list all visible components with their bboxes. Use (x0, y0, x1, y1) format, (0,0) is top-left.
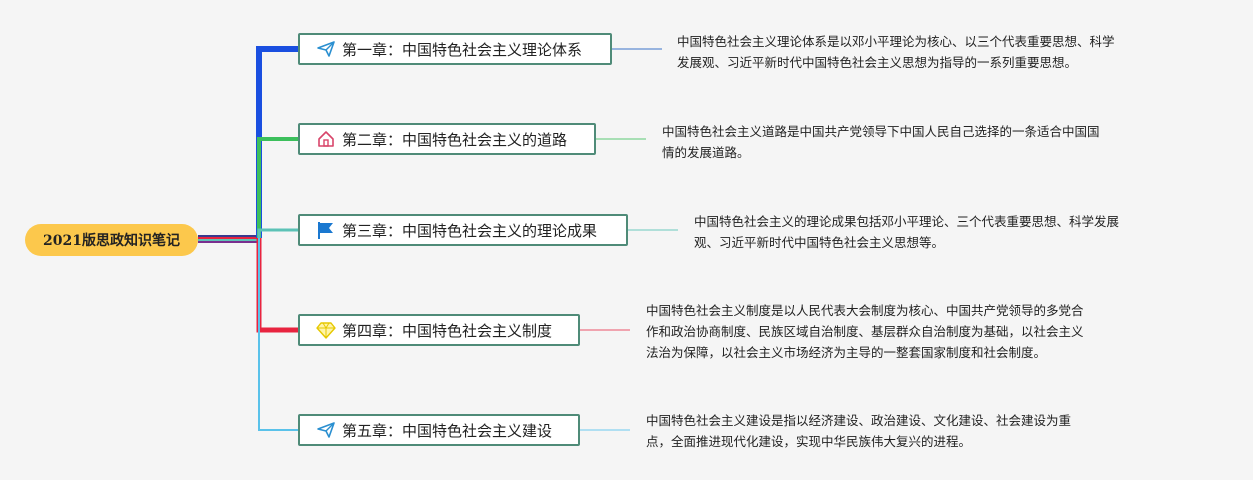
description-line: 中国特色社会主义建设是指以经济建设、政治建设、文化建设、社会建设为重 (646, 413, 1072, 428)
root-connector-bundle (198, 235, 259, 243)
branch-line-1 (256, 46, 298, 238)
branch-line-5 (258, 238, 298, 431)
description-line: 中国特色社会主义理论体系是以邓小平理论为核心、以三个代表重要思想、科学 (677, 34, 1115, 49)
chapter-label-5: 第五章：中国特色社会主义建设 (342, 421, 553, 440)
branch-line-4 (256, 238, 298, 333)
chapter-node-5[interactable]: 第五章：中国特色社会主义建设 (298, 414, 580, 446)
chapter-label-1: 第一章：中国特色社会主义理论体系 (342, 40, 583, 59)
chapter-description-5: 中国特色社会主义建设是指以经济建设、政治建设、文化建设、社会建设为重 点，全面推… (646, 410, 1071, 452)
branch-line-3 (257, 228, 298, 238)
chapter-label-2: 第二章：中国特色社会主义的道路 (342, 130, 568, 149)
home-icon (316, 129, 336, 149)
description-line: 法治为保障，以社会主义市场经济为主导的一整套国家制度和社会制度。 (646, 345, 1047, 360)
chapter-node-2[interactable]: 第二章：中国特色社会主义的道路 (298, 123, 596, 155)
description-line: 观、习近平新时代中国特色社会主义思想等。 (694, 235, 945, 250)
root-node[interactable]: 2021版思政知识笔记 (25, 224, 198, 256)
chapter-description-3: 中国特色社会主义的理论成果包括邓小平理论、三个代表重要思想、科学发展 观、习近平… (694, 211, 1119, 253)
description-line: 点，全面推进现代化建设，实现中华民族伟大复兴的进程。 (646, 434, 972, 449)
chapter-label-3: 第三章：中国特色社会主义的理论成果 (342, 221, 598, 240)
description-line: 中国特色社会主义的理论成果包括邓小平理论、三个代表重要思想、科学发展 (694, 214, 1120, 229)
chapter-description-1: 中国特色社会主义理论体系是以邓小平理论为核心、以三个代表重要思想、科学 发展观、… (677, 31, 1115, 73)
chapter-node-1[interactable]: 第一章：中国特色社会主义理论体系 (298, 33, 612, 65)
description-line: 中国特色社会主义道路是中国共产党领导下中国人民自己选择的一条适合中国国 (662, 124, 1100, 139)
description-line: 中国特色社会主义制度是以人民代表大会制度为核心、中国共产党领导的多党合 (646, 303, 1084, 318)
chapter-description-2: 中国特色社会主义道路是中国共产党领导下中国人民自己选择的一条适合中国国 情的发展… (662, 121, 1100, 163)
branch-line-2 (257, 137, 298, 238)
flag-icon (316, 220, 336, 240)
root-label: 2021版思政知识笔记 (43, 233, 180, 249)
chapter-node-3[interactable]: 第三章：中国特色社会主义的理论成果 (298, 214, 628, 246)
paper-plane-icon (316, 39, 336, 59)
description-line: 发展观、习近平新时代中国特色社会主义思想为指导的一系列重要思想。 (677, 55, 1078, 70)
chapter-description-4: 中国特色社会主义制度是以人民代表大会制度为核心、中国共产党领导的多党合 作和政治… (646, 300, 1084, 363)
chapter-node-4[interactable]: 第四章：中国特色社会主义制度 (298, 314, 580, 346)
description-line: 情的发展道路。 (662, 145, 750, 160)
diamond-icon (316, 320, 336, 340)
paper-plane-icon (316, 420, 336, 440)
description-line: 作和政治协商制度、民族区域自治制度、基层群众自治制度为基础，以社会主义 (646, 324, 1084, 339)
chapter-label-4: 第四章：中国特色社会主义制度 (342, 321, 553, 340)
